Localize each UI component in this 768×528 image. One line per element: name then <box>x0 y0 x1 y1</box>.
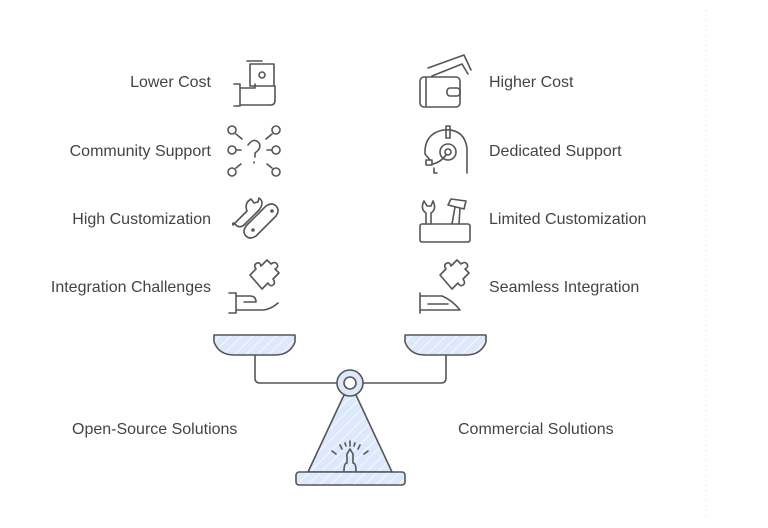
headset-support-icon <box>424 125 468 174</box>
right-item-limited-customization: Limited Customization <box>489 211 647 228</box>
hand-puzzle-icon <box>419 259 470 314</box>
left-pan <box>213 334 296 356</box>
right-pan <box>404 334 487 356</box>
scale-stand <box>307 394 393 473</box>
network-question-icon <box>227 125 281 177</box>
left-item-lower-cost: Lower Cost <box>130 74 211 91</box>
right-title: Commercial Solutions <box>458 421 614 438</box>
toolbox-icon <box>419 198 471 243</box>
right-item-dedicated-support: Dedicated Support <box>489 143 622 160</box>
wallet-icon <box>419 54 472 108</box>
left-title: Open-Source Solutions <box>72 421 238 438</box>
right-item-higher-cost: Higher Cost <box>489 74 574 91</box>
left-item-high-customization: High Customization <box>72 211 211 228</box>
wrench-tools-icon <box>232 197 279 239</box>
right-item-seamless-integration: Seamless Integration <box>489 279 640 296</box>
hand-puzzle-icon <box>228 259 280 314</box>
scale-beam <box>254 354 447 384</box>
left-item-community-support: Community Support <box>69 143 211 160</box>
hand-money-icon <box>233 60 276 107</box>
scale-base <box>295 471 406 486</box>
left-item-integration-challenges: Integration Challenges <box>50 279 211 296</box>
balance-scale <box>213 334 487 486</box>
